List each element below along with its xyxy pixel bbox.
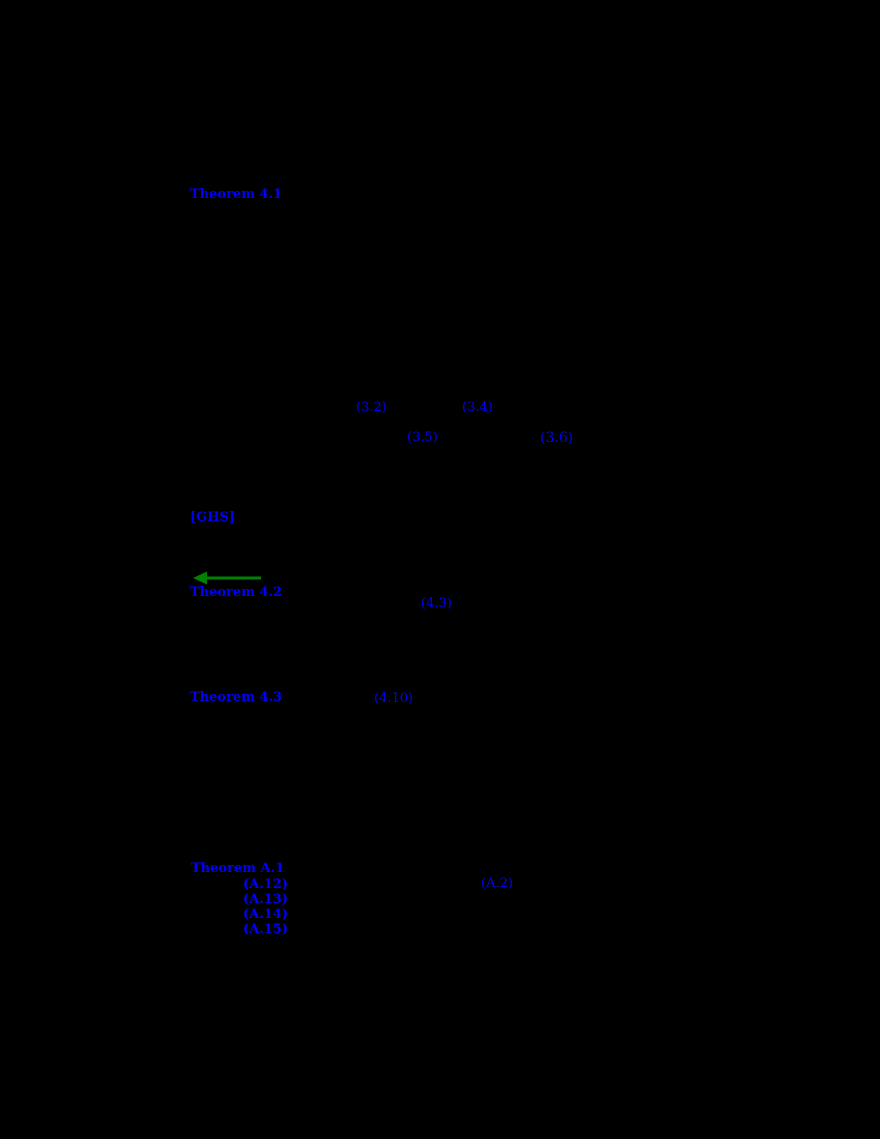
equation-stack-link-3[interactable]: (A.14) [243,907,289,922]
equation-link-2[interactable]: (3.4) [462,400,493,415]
equation-stack-link-1[interactable]: (A.12) [243,877,289,892]
theorem-link-1[interactable]: Theorem 4.1 [190,187,283,202]
equation-link-5[interactable]: (4.3) [421,596,452,611]
theorem-link-2[interactable]: Theorem 4.2 [190,585,283,600]
citation-link-1[interactable]: [GHS] [190,510,236,525]
green-left-arrow-icon [193,570,263,585]
theorem-link-3[interactable]: Theorem 4.3 [190,690,283,705]
equation-link-3[interactable]: (3.5) [407,430,438,445]
equation-stack-link-4[interactable]: (A.15) [243,922,289,937]
equation-link-7[interactable]: (A.2) [481,876,513,891]
equation-link-4[interactable]: (3.6) [540,430,574,446]
equation-stack-link-2[interactable]: (A.13) [243,892,289,907]
equation-link-1[interactable]: (3.2) [356,400,387,415]
equation-link-6[interactable]: (4.10) [374,691,414,706]
theorem-link-4[interactable]: Theorem A.1 [191,861,285,876]
